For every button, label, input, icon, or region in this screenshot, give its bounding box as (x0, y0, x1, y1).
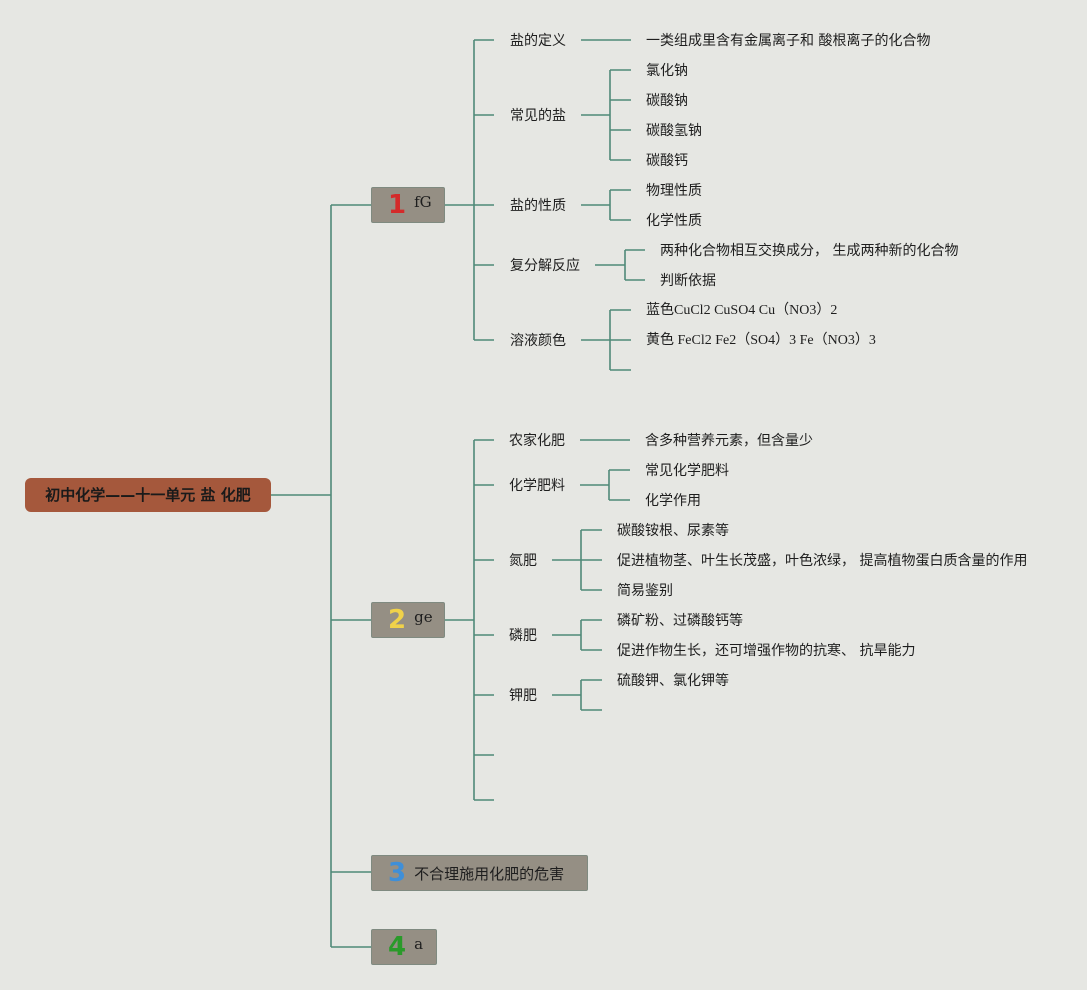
root-topic-label: 初中化学——十一单元 盐 化肥 (45, 486, 251, 504)
nitrogen-item[interactable]: 碳酸铵根、尿素等 (617, 523, 729, 539)
topic-salt-properties[interactable]: 盐的性质 (510, 198, 566, 214)
property-item[interactable]: 化学性质 (646, 213, 702, 229)
common-salt-item[interactable]: 氯化钠 (646, 63, 688, 79)
branch-3[interactable]: 3 不合理施用化肥的危害 (371, 855, 588, 891)
chem-fertilizer-item[interactable]: 化学作用 (645, 493, 701, 509)
branch-2[interactable]: 2 ge (371, 602, 445, 638)
double-decomp-item[interactable]: 两种化合物相互交换成分， 生成两种新的化合物 (660, 243, 959, 259)
topic-farm-fertilizer[interactable]: 农家化肥 (509, 433, 565, 449)
topic-nitrogen-fertilizer[interactable]: 氮肥 (509, 553, 537, 569)
branch-4-label: a (414, 935, 424, 953)
root-topic[interactable]: 初中化学——十一单元 盐 化肥 (25, 478, 271, 512)
number-2-icon: 2 (388, 605, 407, 635)
phosphorus-item[interactable]: 磷矿粉、过磷酸钙等 (617, 613, 743, 629)
number-4-icon: 4 (388, 932, 407, 962)
farm-fertilizer-detail[interactable]: 含多种营养元素，但含量少 (645, 433, 813, 449)
common-salt-item[interactable]: 碳酸氢钠 (646, 123, 702, 139)
branch-4[interactable]: 4 a (371, 929, 437, 965)
topic-phosphorus-fertilizer[interactable]: 磷肥 (509, 628, 537, 644)
common-salt-item[interactable]: 碳酸钠 (646, 93, 688, 109)
topic-common-salts[interactable]: 常见的盐 (510, 108, 566, 124)
topic-double-decomposition[interactable]: 复分解反应 (510, 258, 580, 274)
topic-solution-colors[interactable]: 溶液颜色 (510, 333, 566, 349)
color-item[interactable]: 蓝色CuCl2 CuSO4 Cu（NO3）2 (646, 303, 838, 318)
chem-fertilizer-item[interactable]: 常见化学肥料 (645, 463, 729, 479)
salt-definition-detail[interactable]: 一类组成里含有金属离子和 酸根离子的化合物 (646, 33, 931, 49)
property-item[interactable]: 物理性质 (646, 183, 702, 199)
branch-3-label: 不合理施用化肥的危害 (414, 864, 565, 883)
phosphorus-item[interactable]: 促进作物生长，还可增强作物的抗寒、 抗旱能力 (617, 643, 916, 659)
nitrogen-item[interactable]: 简易鉴别 (617, 583, 673, 599)
nitrogen-item[interactable]: 促进植物茎、叶生长茂盛，叶色浓绿， 提高植物蛋白质含量的作用 (617, 553, 1028, 569)
number-1-icon: 1 (388, 190, 407, 220)
topic-chemical-fertilizer[interactable]: 化学肥料 (509, 478, 565, 494)
branch-1[interactable]: 1 fG (371, 187, 445, 223)
color-item[interactable]: 黄色 FeCl2 Fe2（SO4）3 Fe（NO3）3 (646, 333, 876, 348)
topic-potassium-fertilizer[interactable]: 钾肥 (509, 688, 537, 704)
potassium-item[interactable]: 硫酸钾、氯化钾等 (617, 673, 729, 689)
topic-salt-definition[interactable]: 盐的定义 (510, 33, 566, 49)
number-3-icon: 3 (388, 858, 407, 888)
branch-2-label: ge (414, 608, 433, 626)
branch-1-label: fG (414, 193, 432, 211)
common-salt-item[interactable]: 碳酸钙 (646, 153, 688, 169)
double-decomp-item[interactable]: 判断依据 (660, 273, 716, 289)
